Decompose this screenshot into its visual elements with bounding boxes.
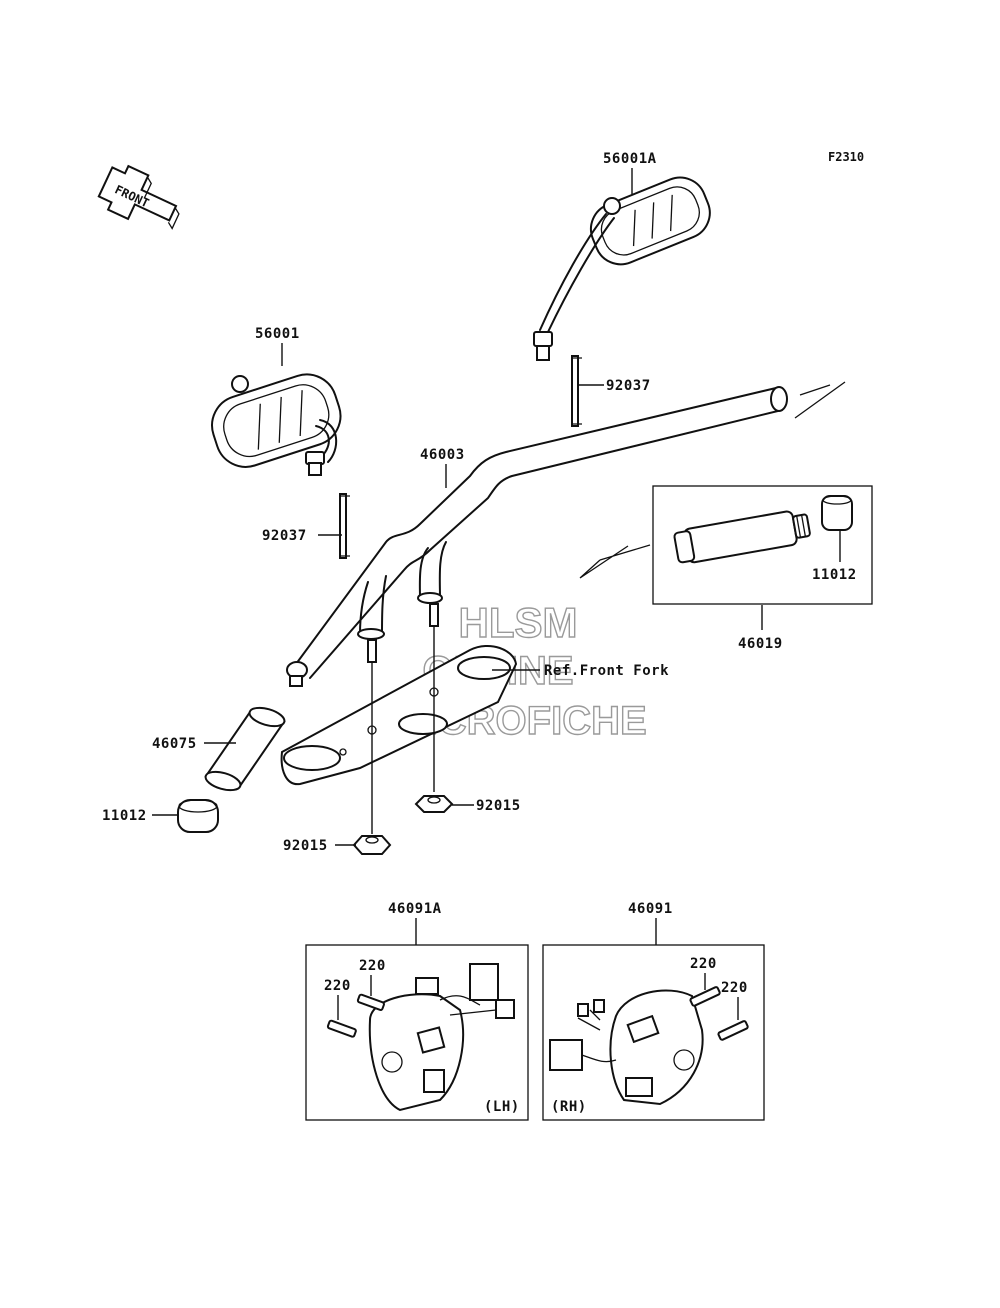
label-220-rh-a: 220 [690,956,717,972]
grip-left [204,706,286,792]
label-46019: 46019 [738,636,783,652]
mirror-left [211,373,342,476]
label-46091a: 46091A [388,901,442,917]
label-220-rh-b: 220 [721,980,748,996]
upper-triple-clamp [280,645,518,786]
label-46075: 46075 [152,736,197,752]
nut-left [352,835,392,855]
watermark-line-1: HLSM [459,599,578,646]
switch-lh-box [305,944,529,1121]
label-56001a: 56001A [603,151,657,167]
label-92015-right: 92015 [476,798,521,814]
label-side-rh: (RH) [551,1099,587,1115]
handlebar [286,381,846,687]
label-92037-left: 92037 [262,528,307,544]
clamp-right [571,355,582,427]
mirror-right [533,176,711,361]
label-92015-left: 92015 [283,838,328,854]
label-220-lh-a: 220 [359,958,386,974]
front-arrow-icon: FRONT [97,164,180,230]
label-ref-front-fork: Ref.Front Fork [544,663,669,679]
label-46003: 46003 [420,447,465,463]
label-11012-left: 11012 [102,808,147,824]
end-cap-left [177,799,219,833]
label-side-lh: (LH) [484,1099,520,1115]
label-56001: 56001 [255,326,300,342]
nut-right [414,795,454,813]
throttle-grip-box [579,485,873,605]
figure-code: F2310 [828,150,864,164]
label-92037-right: 92037 [606,378,651,394]
switch-rh-box [542,944,765,1121]
label-220-lh-b: 220 [324,978,351,994]
label-46091: 46091 [628,901,673,917]
label-11012-right: 11012 [812,567,857,583]
clamp-left [339,493,350,559]
